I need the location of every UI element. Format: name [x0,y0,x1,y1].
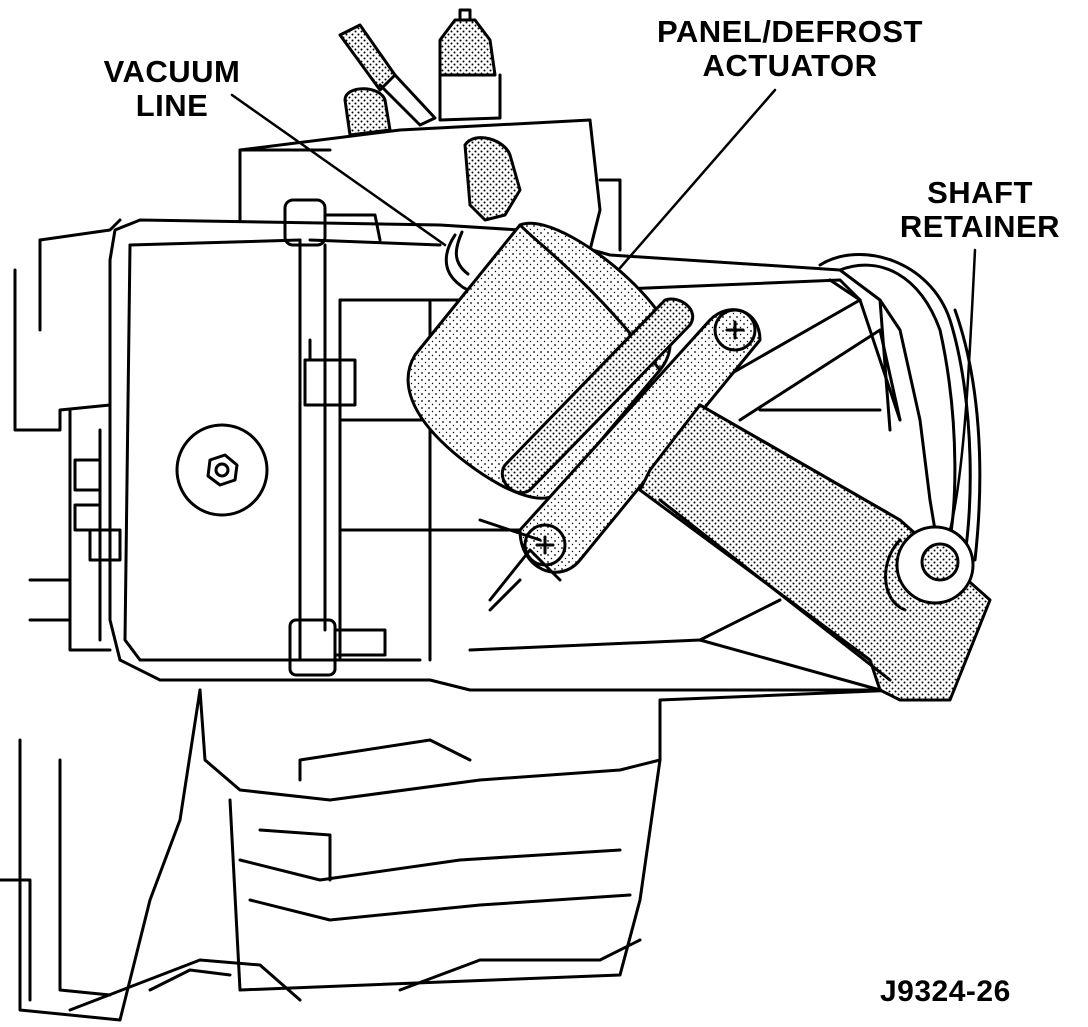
linkage-rod [638,403,992,702]
figure-id: J9324-26 [880,975,1011,1008]
shaft-retainer-label: SHAFT RETAINER [890,176,1070,244]
door-lever [478,518,562,612]
vacuum-line-label-line1: VACUUM [103,54,241,89]
shaft-retainer [884,525,975,612]
shaft-retainer-label-line1: SHAFT [927,175,1033,210]
lower-housing [0,688,902,1022]
leader-shaft-retainer [948,248,977,532]
leader-lines [230,88,977,532]
panel-defrost-actuator-label: PANEL/DEFROST ACTUATOR [640,15,940,83]
vacuum-line-label: VACUUM LINE [92,55,252,123]
vacuum-ports [338,8,522,222]
leader-panel-defrost-actuator [618,88,777,270]
panel-defrost-actuator-label-line2: ACTUATOR [702,48,878,83]
panel-defrost-actuator [406,221,694,500]
vacuum-line-label-line2: LINE [135,88,209,123]
shaft-retainer-label-line2: RETAINER [899,209,1061,244]
mounting-bolt [175,423,269,517]
panel-defrost-actuator-label-line1: PANEL/DEFROST [657,14,923,49]
left-tube [283,198,387,677]
leader-vacuum-line [230,93,447,247]
